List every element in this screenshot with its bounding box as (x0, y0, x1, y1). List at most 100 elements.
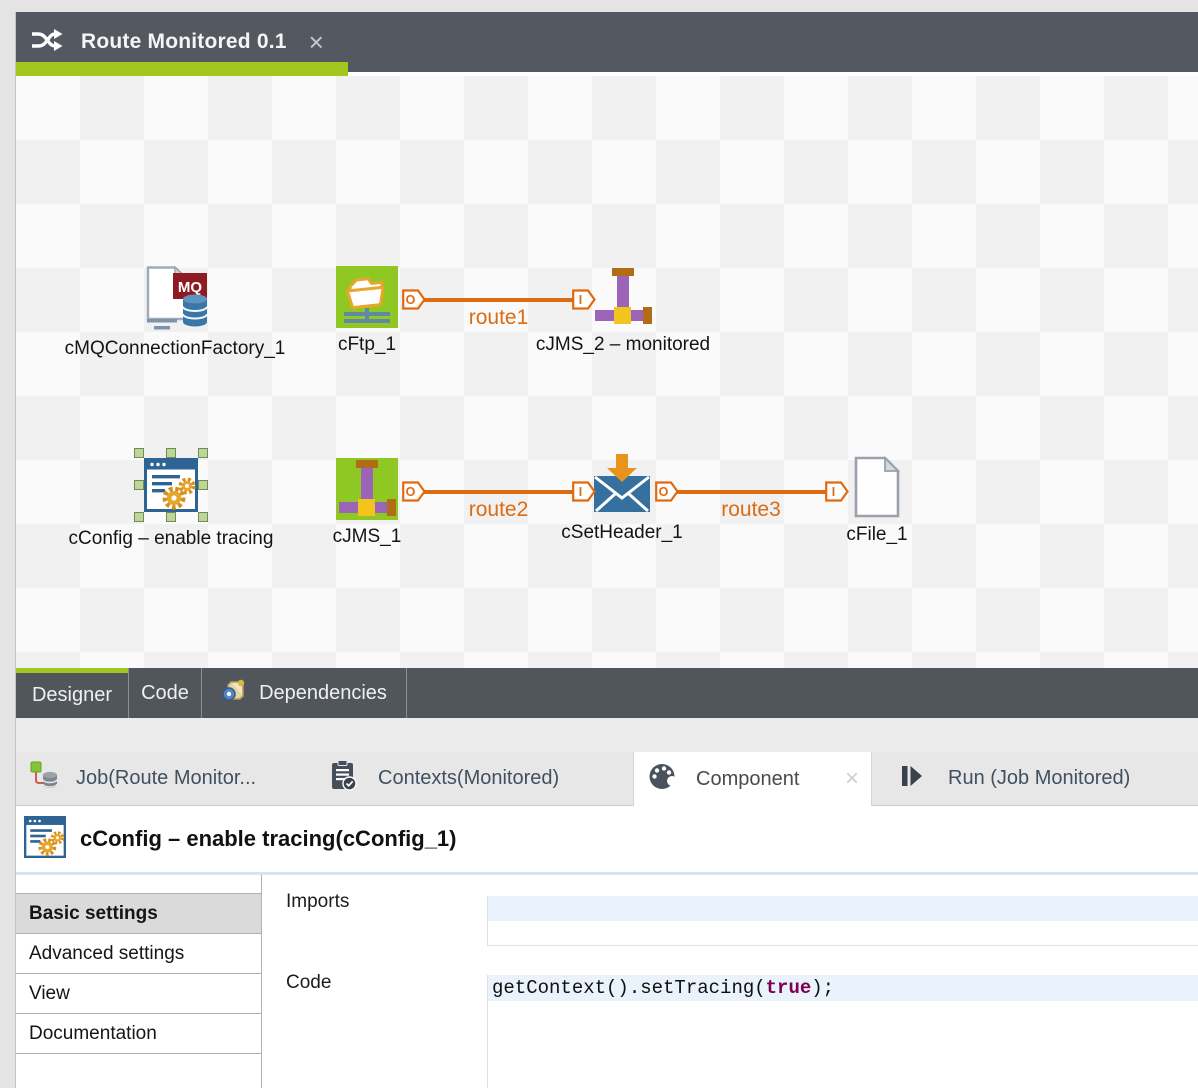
input-port-csetheader-1[interactable]: I (572, 481, 596, 502)
job-tree-icon (30, 761, 58, 797)
connection-label-route3[interactable]: route3 (721, 498, 781, 521)
canvas-node-cmqconnectionfactory-1[interactable]: MQ cMQConnectionFactory_1 (55, 266, 295, 360)
tab-separator (406, 668, 407, 718)
selection-handle[interactable] (134, 480, 144, 490)
designer-view-tabbar: Designer Code Dependencies (16, 668, 1198, 718)
code-field[interactable]: getContext().setTracing(true); (487, 975, 1198, 1088)
input-port-cjms-2[interactable]: I (572, 289, 596, 310)
editor-tab-title: Route Monitored 0.1 (81, 30, 287, 53)
contexts-clipboard-icon (330, 759, 358, 798)
canvas-node-cjms-1[interactable]: cJMS_1 (302, 458, 432, 548)
selection-handle[interactable] (198, 512, 208, 522)
editor-tab-close-icon[interactable]: × (308, 27, 324, 57)
file-document-icon (854, 456, 900, 518)
canvas-node-cftp-1[interactable]: cFtp_1 (302, 266, 432, 356)
node-label: cFile_1 (846, 524, 908, 545)
code-keyword: true (765, 977, 812, 999)
node-label: cMQConnectionFactory_1 (64, 338, 286, 359)
ftp-folder-icon (336, 266, 398, 328)
svg-text:O: O (406, 293, 416, 307)
selection-handle[interactable] (134, 448, 144, 458)
window-top-strip (0, 0, 1198, 12)
connection-label-route2[interactable]: route2 (468, 498, 529, 521)
tab-run-label: Run (Job Monitored) (948, 767, 1131, 789)
tab-designer[interactable]: Designer (16, 668, 128, 718)
shuffle-route-icon (30, 26, 64, 59)
tab-separator (201, 668, 202, 718)
svg-text:O: O (406, 485, 416, 499)
component-palette-icon (648, 763, 678, 796)
node-label: cConfig – enable tracing (68, 528, 274, 549)
node-label: cJMS_1 (332, 526, 402, 547)
input-port-cfile-1[interactable]: I (825, 481, 849, 502)
component-settings-panel: cConfig – enable tracing(cConfig_1) Basi… (16, 806, 1198, 1088)
bottom-view-tabbar: Job(Route Monitor... Contexts(Monitored) (16, 752, 1198, 806)
output-port-cjms-1[interactable]: O (402, 481, 426, 502)
imports-label: Imports (286, 891, 350, 912)
output-port-cftp-1[interactable]: O (402, 289, 426, 310)
tab-contexts[interactable]: Contexts(Monitored) (320, 752, 633, 805)
route-design-canvas[interactable]: MQ cMQConnectionFactory_1 cFtp_1 (16, 76, 1198, 668)
run-play-icon (900, 763, 924, 795)
set-header-envelope-icon (593, 452, 651, 516)
editor-tab-route-monitored[interactable]: Route Monitored 0.1 × (16, 12, 348, 76)
canvas-node-cjms-2[interactable]: cJMS_2 – monitored (517, 266, 729, 356)
dependencies-icon (221, 677, 247, 709)
tab-contexts-label: Contexts(Monitored) (378, 767, 560, 789)
tab-separator (128, 668, 129, 718)
svg-text:I: I (832, 485, 835, 499)
selection-handle[interactable] (166, 448, 176, 458)
tab-dependencies[interactable]: Dependencies (202, 668, 406, 718)
jms-endpoint-icon (592, 266, 654, 328)
tab-job-label: Job(Route Monitor... (76, 767, 257, 789)
node-label: cJMS_2 – monitored (535, 334, 711, 355)
basic-settings-form: Imports Code getContext().setTracing(tru… (262, 875, 1198, 1088)
selection-handle[interactable] (198, 480, 208, 490)
tab-job[interactable]: Job(Route Monitor... (16, 752, 320, 805)
svg-text:I: I (579, 293, 582, 307)
selection-handle[interactable] (134, 512, 144, 522)
active-tab-underline (16, 62, 348, 76)
tab-code[interactable]: Code (129, 668, 201, 718)
component-header: cConfig – enable tracing(cConfig_1) (16, 806, 1198, 872)
code-prefix: getContext().setTracing( (492, 977, 766, 999)
connection-route1[interactable] (424, 298, 573, 302)
svg-text:O: O (659, 485, 669, 499)
tab-dependencies-label: Dependencies (259, 681, 387, 704)
mq-connection-factory-icon: MQ (139, 266, 211, 332)
nav-item-view[interactable]: View (16, 974, 261, 1014)
code-suffix: ); (811, 977, 835, 999)
settings-nav: Basic settings Advanced settings View Do… (16, 875, 262, 1088)
header-separator (16, 872, 1198, 875)
selection-handle[interactable] (198, 448, 208, 458)
code-label: Code (286, 972, 332, 993)
svg-text:I: I (579, 485, 582, 499)
selection-handle[interactable] (166, 512, 176, 522)
connection-label-route1[interactable]: route1 (468, 306, 529, 329)
panel-gap (0, 718, 1198, 752)
tab-component-close-icon[interactable]: × (844, 765, 859, 792)
node-label: cFtp_1 (337, 334, 397, 355)
output-port-csetheader-1[interactable]: O (655, 481, 679, 502)
imports-field[interactable] (487, 896, 1198, 946)
tab-designer-label: Designer (31, 684, 113, 706)
config-window-gears-icon (134, 448, 208, 522)
code-value: getContext().setTracing(true); (488, 975, 1198, 1001)
jms-endpoint-icon-green (336, 458, 398, 520)
nav-item-advanced-settings[interactable]: Advanced settings (16, 934, 261, 974)
tab-code-label: Code (141, 681, 189, 704)
canvas-node-csetheader-1[interactable]: cSetHeader_1 (557, 452, 687, 544)
config-window-gears-icon (24, 815, 66, 863)
imports-value (488, 896, 1198, 921)
tab-component-label: Component (696, 767, 800, 790)
tab-component[interactable]: Component × (633, 752, 872, 806)
node-label: cSetHeader_1 (561, 522, 683, 543)
nav-item-documentation[interactable]: Documentation (16, 1014, 261, 1054)
editor-tab-bar: Route Monitored 0.1 × (16, 12, 1198, 76)
connection-route3[interactable] (676, 490, 826, 494)
canvas-node-cfile-1[interactable]: cFile_1 (822, 456, 932, 546)
canvas-node-cconfig-1[interactable]: cConfig – enable tracing (26, 448, 316, 550)
tab-run[interactable]: Run (Job Monitored) (872, 752, 1198, 805)
nav-item-basic-settings[interactable]: Basic settings (16, 894, 261, 934)
connection-route2[interactable] (424, 490, 573, 494)
